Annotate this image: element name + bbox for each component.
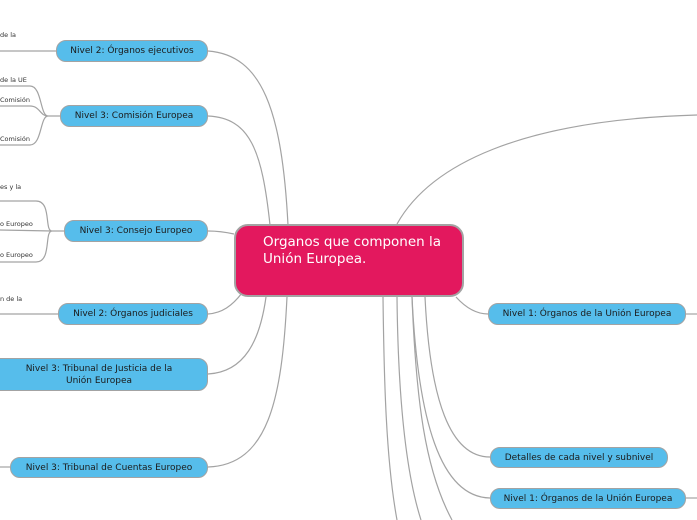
node-label: Nivel 2: Órganos judiciales <box>73 309 193 319</box>
connector-root-comision <box>207 115 271 226</box>
connector-root-tribunal-justicia <box>207 296 267 375</box>
connector-consejo-leaves <box>0 200 64 263</box>
leaf-comision-2[interactable]: Comisión <box>0 96 30 104</box>
node-tribunal-justicia[interactable]: Nivel 3: Tribunal de Justicia de la Unió… <box>0 358 208 391</box>
connector-down-1 <box>382 296 398 520</box>
leaf-comision-3[interactable]: Comisión <box>0 135 30 143</box>
node-detalles-nivel[interactable]: Detalles de cada nivel y subnivel <box>490 447 668 468</box>
leaf-comision-1[interactable]: de la UE <box>0 76 27 84</box>
leaf-judiciales[interactable]: n de la <box>0 295 23 303</box>
node-organos-judiciales[interactable]: Nivel 2: Órganos judiciales <box>58 303 208 325</box>
connector-root-nivel1-b <box>411 296 491 499</box>
node-organos-ejecutivos[interactable]: Nivel 2: Órganos ejecutivos <box>56 40 208 62</box>
connector-root-judiciales <box>207 292 243 315</box>
connector-root-detalles <box>424 296 491 458</box>
connector-down-2 <box>396 296 422 520</box>
node-label: Nivel 3: Tribunal de Justicia de la Unió… <box>25 363 173 386</box>
node-label: Nivel 1: Órganos de la Unión Europea <box>502 309 672 319</box>
connector-root-consejo <box>207 230 235 235</box>
node-tribunal-cuentas[interactable]: Nivel 3: Tribunal de Cuentas Europeo <box>10 457 208 478</box>
node-label: Nivel 1: Órganos de la Unión Europea <box>503 493 673 504</box>
leaf-consejo-1[interactable]: es y la <box>0 183 22 191</box>
leaf-consejo-2[interactable]: o Europeo <box>0 220 33 228</box>
connector-root-top-right <box>396 114 697 225</box>
connector-root-tribunal-cuentas <box>207 296 288 468</box>
node-label: Nivel 2: Órganos ejecutivos <box>70 46 194 56</box>
connector-comision-leaves <box>0 85 60 146</box>
node-nivel1-organos-ue-a[interactable]: Nivel 1: Órganos de la Unión Europea <box>488 303 686 325</box>
node-label: Nivel 3: Tribunal de Cuentas Europeo <box>25 462 193 473</box>
connector-down-3 <box>411 296 453 520</box>
leaf-consejo-3[interactable]: o Europeo <box>0 251 33 259</box>
root-node[interactable]: Organos que componen la Unión Europea. <box>234 224 464 297</box>
node-comision-europea[interactable]: Nivel 3: Comisión Europea <box>60 105 208 127</box>
node-nivel1-organos-ue-b[interactable]: Nivel 1: Órganos de la Unión Europea <box>490 488 686 509</box>
leaf-ejecutivos[interactable]: de la <box>0 31 16 39</box>
connector-root-ejecutivos <box>207 50 289 226</box>
node-consejo-europeo[interactable]: Nivel 3: Consejo Europeo <box>64 220 208 242</box>
connector-root-nivel1-a <box>455 296 489 315</box>
node-label: Nivel 3: Comisión Europea <box>74 111 194 121</box>
node-label: Detalles de cada nivel y subnivel <box>504 452 654 463</box>
node-label: Nivel 3: Consejo Europeo <box>79 226 193 236</box>
root-node-label: Organos que componen la Unión Europea. <box>263 234 442 267</box>
